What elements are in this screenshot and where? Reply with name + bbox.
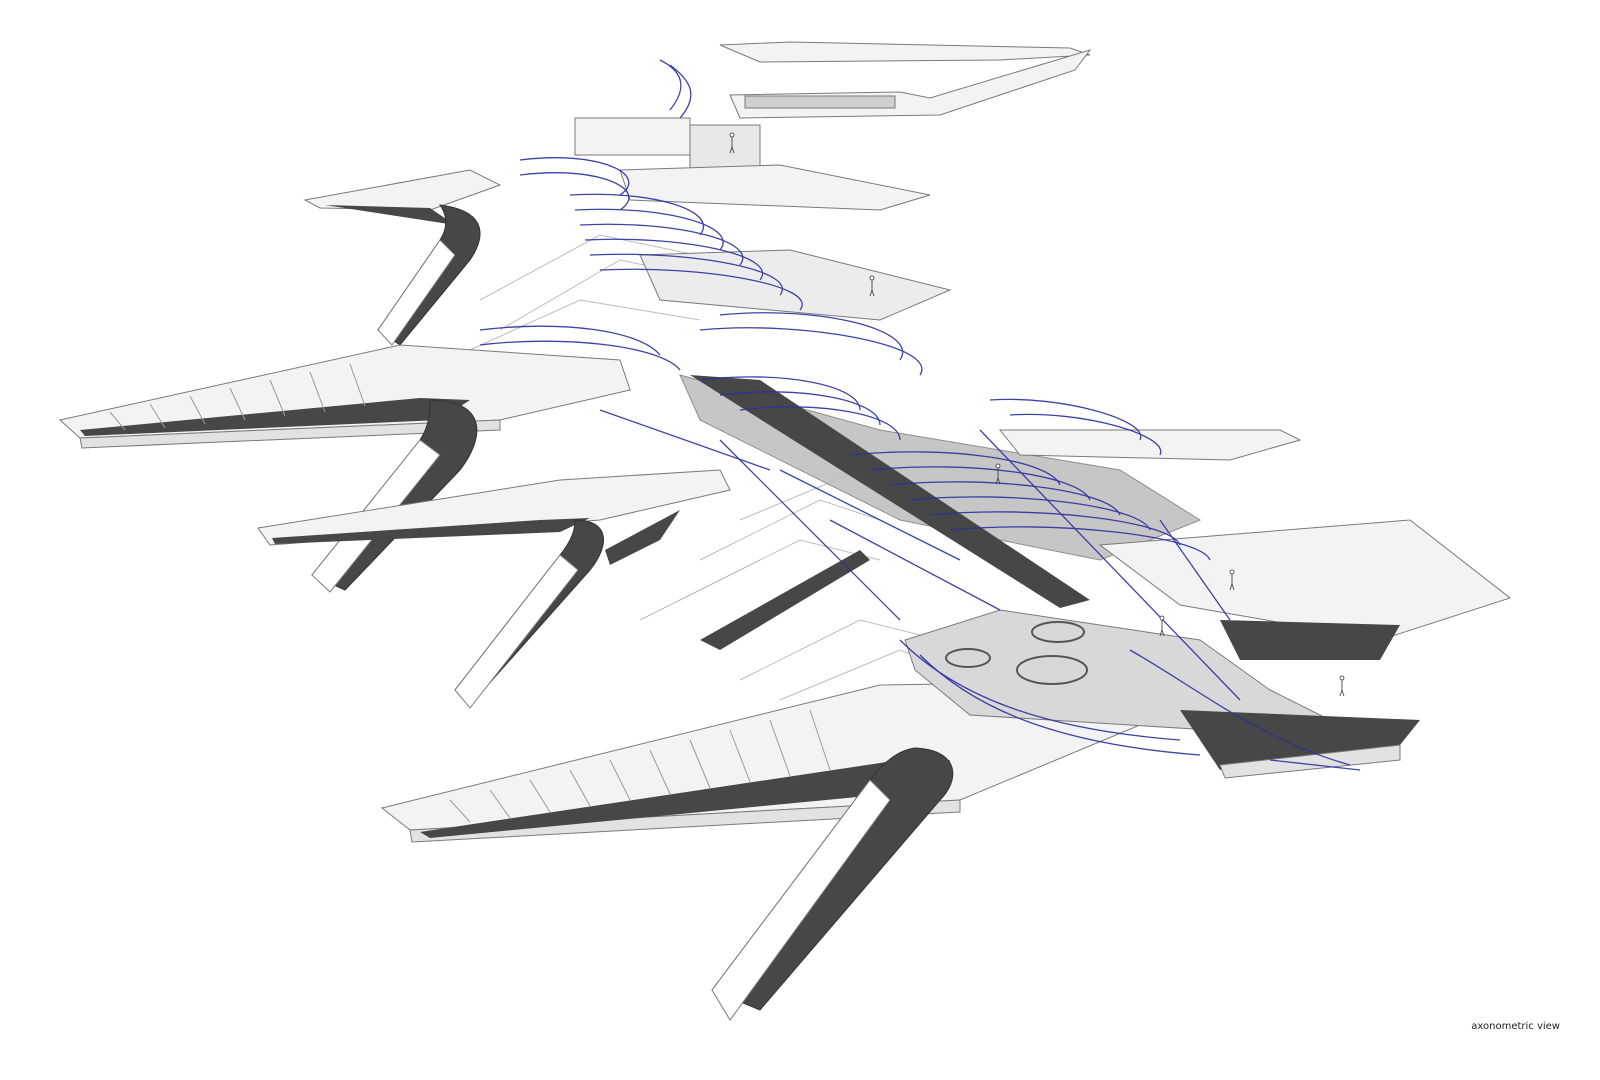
top-wing [574, 41, 1092, 211]
meeting-platform [904, 609, 1420, 779]
person-figure [1229, 569, 1235, 591]
drawing-caption: axonometric view [1471, 1021, 1560, 1032]
human-figures [729, 132, 1345, 697]
upper-left-wing [303, 169, 502, 346]
blue-wireframe [479, 59, 1361, 771]
round-table-2 [945, 648, 991, 668]
round-table-1 [1031, 621, 1085, 643]
middle-left-wing [58, 344, 631, 593]
person-figure [1339, 675, 1345, 697]
lower-wing [380, 679, 1201, 1021]
round-table-3 [1016, 655, 1088, 685]
central-slab [639, 249, 1512, 660]
person-figure [1159, 615, 1165, 637]
lower-wing-dark-band [420, 760, 950, 838]
middle-small-wing [257, 469, 870, 709]
person-figure [869, 275, 875, 297]
person-figure [995, 463, 1001, 485]
person-figure [729, 132, 735, 154]
